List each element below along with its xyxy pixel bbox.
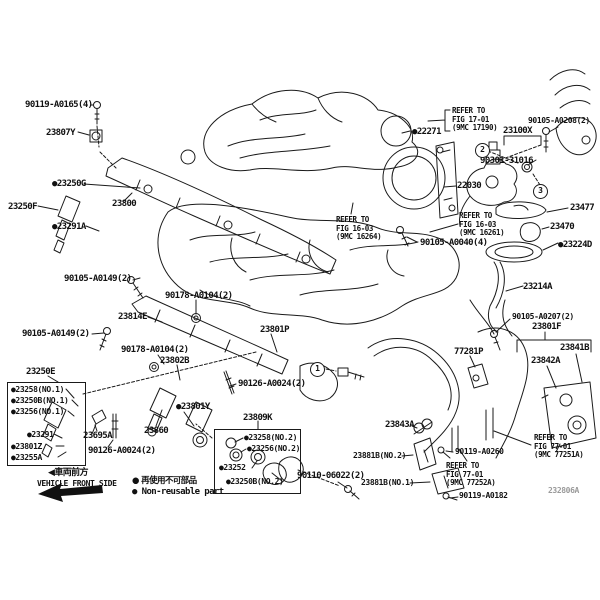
legend-front: ◀車両前方 bbox=[48, 468, 89, 478]
part-label: 23470 bbox=[550, 222, 575, 232]
part-group-box bbox=[214, 429, 301, 494]
callout-circle: 2 bbox=[475, 143, 490, 158]
part-label: ●23291 bbox=[27, 430, 54, 439]
part-label: 90119-A0165(4) bbox=[25, 100, 93, 110]
part-label: 90126-A0024(2) bbox=[88, 446, 156, 456]
refer-note: REFER TO FIG 17-01 (9MC 17190) bbox=[452, 106, 498, 133]
refer-note-line: REFER TO bbox=[459, 211, 492, 220]
legend-front-jp: 車両前方 bbox=[54, 468, 88, 478]
refer-note-line: (9MC 16264) bbox=[336, 232, 382, 242]
part-label: ●23258(NO.1) bbox=[11, 385, 64, 394]
part-label: 23843A bbox=[385, 420, 415, 430]
part-label: 90110-06022(2) bbox=[297, 471, 365, 481]
part-label: 23809K bbox=[243, 413, 273, 423]
refer-note-line: REFER TO bbox=[452, 106, 485, 115]
refer-note-line: REFER TO bbox=[336, 215, 369, 224]
legend-nonreusable-en: ● Non-reusable part bbox=[132, 487, 224, 497]
part-label: ●23801Z bbox=[11, 442, 42, 451]
part-label: 90105-A0207(2) bbox=[512, 312, 574, 321]
refer-note-line: (9MC 17190) bbox=[452, 123, 498, 133]
part-label: 77281P bbox=[454, 347, 484, 357]
part-label: 23801P bbox=[260, 325, 290, 335]
refer-note-line: (9MC 16261) bbox=[459, 228, 505, 238]
part-label: 90126-A0024(2) bbox=[238, 379, 306, 389]
part-label: 23800 bbox=[112, 199, 137, 209]
legend-nonreusable-jp: ● 再使用不可部品 bbox=[132, 476, 197, 486]
part-label: 23881B(NO.2) bbox=[353, 451, 406, 460]
part-label: 90301-31016 bbox=[480, 156, 534, 166]
part-label: 90178-A0104(2) bbox=[121, 345, 189, 355]
part-label: ●23250B(NO.1) bbox=[11, 396, 69, 405]
part-label: ●23291A bbox=[52, 222, 86, 232]
part-label: ●23258(NO.2) bbox=[244, 433, 297, 442]
part-label: 23881B(NO.1) bbox=[361, 478, 414, 487]
figure-code: 232806A bbox=[548, 486, 579, 495]
refer-note-line: FIG 16-03 bbox=[336, 223, 374, 233]
refer-note: REFER TO FIG 77-01 (9MC 77252A) bbox=[446, 461, 496, 488]
part-label: 90105-A0040(4) bbox=[420, 238, 488, 248]
part-label: 90119-A0260 bbox=[455, 447, 504, 456]
part-label: ●23255A bbox=[11, 453, 42, 462]
part-label: 23250F bbox=[8, 202, 38, 212]
part-label: 23214A bbox=[523, 282, 553, 292]
part-label: 23802B bbox=[160, 356, 190, 366]
part-label: 90105-A0149(2) bbox=[64, 274, 132, 284]
part-label: ●23256(NO.1) bbox=[11, 407, 64, 416]
refer-note-line: (9MC 77251A) bbox=[534, 450, 584, 460]
part-label: 23860 bbox=[144, 426, 169, 436]
refer-note-line: FIG 77-01 bbox=[446, 469, 484, 479]
refer-note: REFER TO FIG 16-03 (9MC 16261) bbox=[459, 211, 505, 238]
refer-note: REFER TO FIG 16-03 (9MC 16264) bbox=[336, 215, 382, 242]
part-label: ●23252 bbox=[219, 463, 246, 472]
part-label: 23100X bbox=[503, 126, 533, 136]
refer-note-line: REFER TO bbox=[446, 461, 479, 470]
refer-note-line: FIG 16-03 bbox=[459, 219, 497, 229]
part-label: ●23250B(NO.2) bbox=[226, 477, 284, 486]
part-label: 90105-A0208(2) bbox=[528, 116, 590, 125]
part-label: 22030 bbox=[457, 181, 482, 191]
part-label: 90119-A0182 bbox=[459, 491, 508, 500]
refer-note: REFER TO FIG 77-01 (9MC 77251A) bbox=[534, 433, 584, 460]
refer-note-line: (9MC 77252A) bbox=[446, 478, 496, 488]
part-label: 90105-A0149(2) bbox=[22, 329, 90, 339]
callout-circle: 1 bbox=[310, 362, 325, 377]
callout-circle: 3 bbox=[533, 184, 548, 199]
part-label: 23250E bbox=[26, 367, 56, 377]
part-label: ●22271 bbox=[412, 127, 442, 137]
part-label: 23807Y bbox=[46, 128, 76, 138]
part-label: 23477 bbox=[570, 203, 595, 213]
part-label: 23841B bbox=[560, 343, 590, 353]
part-group-box bbox=[7, 382, 86, 466]
part-label: ●23224D bbox=[558, 240, 592, 250]
part-label: 23801F bbox=[532, 322, 562, 332]
part-label: ●23801Y bbox=[176, 402, 210, 412]
part-label: ●23256(NO.2) bbox=[247, 444, 300, 453]
part-label: ●23250G bbox=[52, 179, 86, 189]
part-label: 90178-A0104(2) bbox=[165, 291, 233, 301]
legend-front-en: VEHICLE FRONT SIDE bbox=[37, 479, 117, 488]
refer-note-line: FIG 77-01 bbox=[534, 441, 572, 451]
part-label: 23695A bbox=[83, 431, 113, 441]
front-arrow-icon: ◀ bbox=[48, 468, 55, 478]
part-label: 23814E bbox=[118, 312, 148, 322]
refer-note-line: REFER TO bbox=[534, 433, 567, 442]
part-label: 23842A bbox=[531, 356, 561, 366]
refer-note-line: FIG 17-01 bbox=[452, 114, 490, 124]
